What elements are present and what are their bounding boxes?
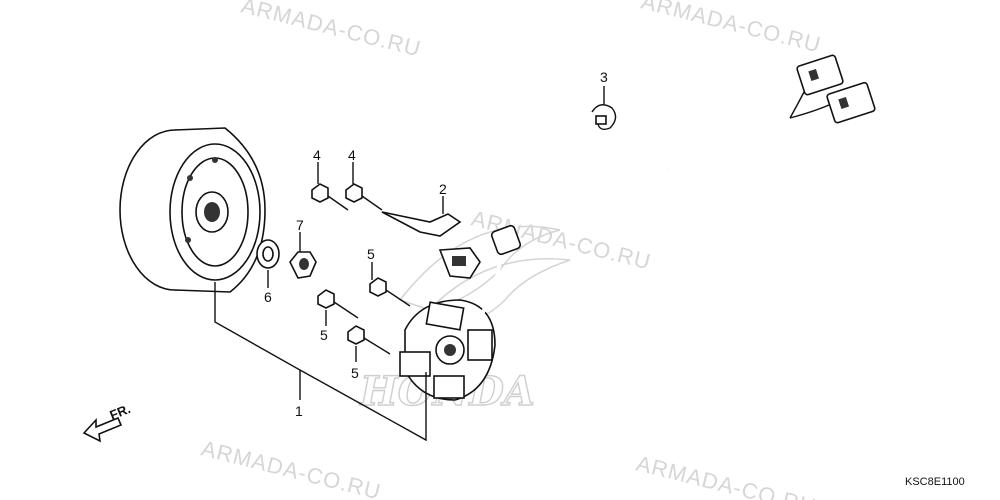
bolt-top-right bbox=[345, 183, 383, 211]
connector-upper bbox=[796, 54, 844, 96]
callouts: 3 4 4 2 7 6 5 5 5 1 bbox=[264, 69, 608, 419]
pulse-generator bbox=[381, 211, 481, 279]
callout-pulse-generator: 2 bbox=[439, 181, 447, 197]
watermark-bottom-right: ARMADA-CO.RU bbox=[634, 451, 819, 500]
washer bbox=[256, 239, 280, 269]
leader-lines bbox=[214, 86, 605, 442]
callout-rotor: 1 bbox=[295, 403, 303, 419]
callout-bolt-top-left: 4 bbox=[313, 147, 321, 163]
watermark-top-left: ARMADA-CO.RU bbox=[239, 0, 424, 61]
wire-harness bbox=[478, 89, 841, 319]
wire-clip bbox=[591, 104, 617, 131]
connector-lower bbox=[826, 81, 876, 124]
watermark-top-right: ARMADA-CO.RU bbox=[639, 0, 824, 57]
callout-bolt-top-right: 4 bbox=[348, 147, 356, 163]
callout-bolt-lower: 5 bbox=[351, 365, 359, 381]
callout-bolt-mid: 5 bbox=[367, 246, 375, 262]
bolt-lower bbox=[347, 325, 391, 355]
figure-code: KSC8E1100 bbox=[905, 476, 965, 488]
callout-bolt-lower-left: 5 bbox=[320, 327, 328, 343]
stator bbox=[399, 299, 496, 401]
callout-washer: 6 bbox=[264, 289, 272, 305]
front-direction-label: FR. bbox=[108, 401, 133, 423]
callout-nut: 7 bbox=[296, 217, 304, 233]
watermark-bottom-left: ARMADA-CO.RU bbox=[199, 436, 384, 500]
callout-clip: 3 bbox=[600, 69, 608, 85]
flywheel-rotor bbox=[119, 127, 266, 293]
flange-nut bbox=[289, 251, 317, 279]
bolt-mid bbox=[369, 277, 411, 307]
front-direction-indicator: FR. bbox=[82, 401, 133, 443]
bolt-lower-left bbox=[317, 289, 359, 319]
front-arrow-icon bbox=[82, 416, 123, 443]
bolt-top-left bbox=[311, 183, 349, 211]
